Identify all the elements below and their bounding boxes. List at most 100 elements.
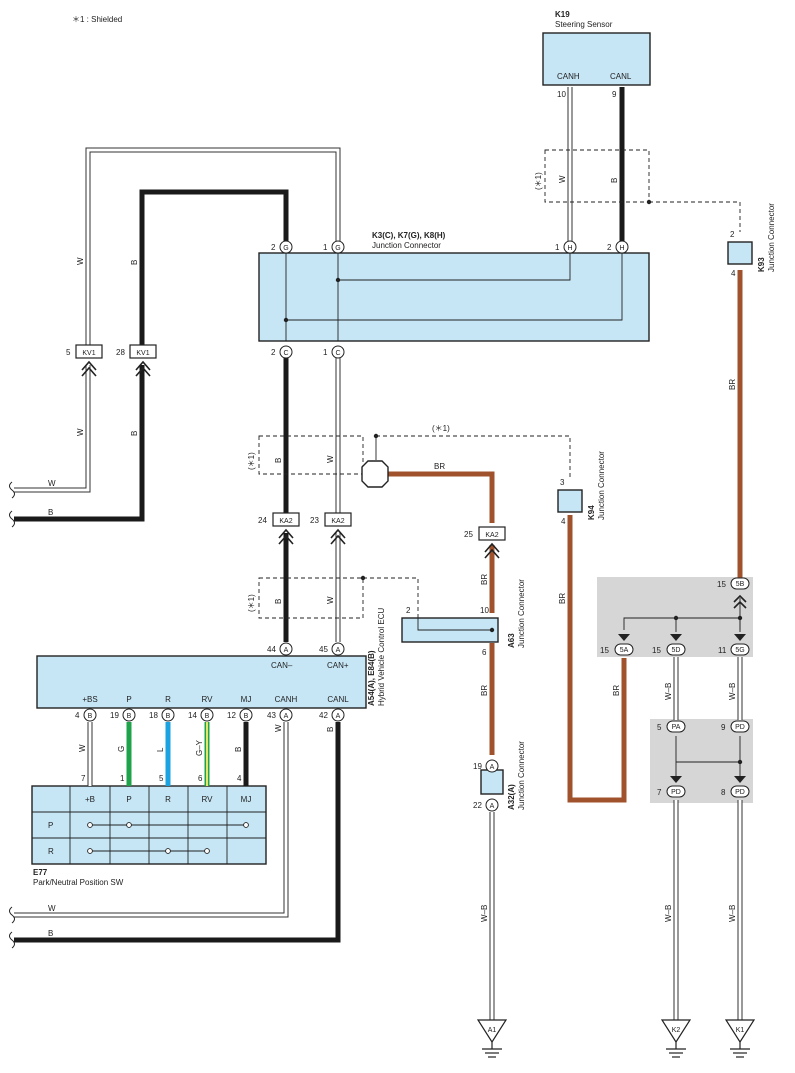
ecu-pin-letter: B — [166, 713, 171, 720]
wire-label: BR — [480, 685, 489, 696]
ecu-pin-num: 42 — [319, 711, 328, 720]
wire-label: W–B — [728, 905, 737, 922]
wire-label: W–B — [480, 905, 489, 922]
ecu-pin-letter: A — [284, 713, 289, 720]
ecu-pin-num: 18 — [149, 711, 158, 720]
ecu-pin-letter: B — [205, 713, 210, 720]
k3-pin-h1: H — [567, 245, 572, 252]
k93-code: K93 — [757, 257, 766, 272]
ka2-code-c: KA2 — [485, 532, 498, 539]
wire-label: W — [48, 479, 56, 488]
wire-label: B — [234, 747, 243, 752]
ecu-pin-can-minus — [279, 642, 293, 656]
shield-ka2-upper — [258, 433, 571, 480]
ground-k1-label: K1 — [736, 1027, 745, 1034]
a32-connector — [480, 769, 504, 795]
jb-5d: 5D — [672, 647, 681, 654]
a32-name: Junction Connector — [517, 741, 526, 810]
k19-code: K19 — [555, 10, 570, 19]
k19-name: Steering Sensor — [555, 20, 613, 29]
wire-label: W — [76, 257, 85, 265]
shield-label-ka2-lower: (＊1) — [247, 594, 256, 612]
k3-pin-num-c1: 1 — [323, 348, 328, 357]
ecu-term-mj: MJ — [241, 695, 252, 704]
hybrid-ecu-box — [36, 655, 367, 709]
e77-col-p: P — [126, 795, 131, 804]
wire-label: W — [48, 904, 56, 913]
k3-pin-num-c2: 2 — [271, 348, 276, 357]
wire-label: BR — [558, 593, 567, 604]
ecu-term-rv: RV — [202, 695, 214, 704]
wire-label: W–B — [664, 683, 673, 700]
ecu-pin-can-minus-letter: A — [284, 647, 289, 654]
ecu-terminals: +BS P R RV MJ CANH CANL — [82, 695, 349, 704]
e77-col-b: +B — [85, 795, 95, 804]
k93-pin-bot: 4 — [731, 269, 736, 278]
k3-code: K3(C), K7(G), K8(H) — [372, 231, 446, 240]
ecu-pin-num: 14 — [188, 711, 197, 720]
kv1-pin-b: 28 — [116, 348, 125, 357]
k3-pin-g2: G — [283, 245, 288, 252]
k3-pin-num-h1: 1 — [555, 243, 560, 252]
ka2-code-b: KA2 — [331, 518, 344, 525]
ecu-pin-can-plus-letter: A — [336, 647, 341, 654]
wire-label: W — [76, 428, 85, 436]
ecu-pin-num: 43 — [267, 711, 276, 720]
k3-pin-c1: C — [335, 350, 340, 357]
shield-k19 — [544, 149, 741, 232]
ground-k2-label: K2 — [672, 1027, 681, 1034]
k19-canl-label: CANL — [610, 72, 632, 81]
ecu-pin-can-plus — [331, 642, 345, 656]
k3-junction-connector-box — [258, 252, 650, 342]
shield-ground-octagon — [361, 460, 389, 488]
k94-pin-bot: 4 — [561, 517, 566, 526]
ka2-pin-b: 23 — [310, 516, 319, 525]
e77-col-mj: MJ — [241, 795, 252, 804]
shield-label-k19: (＊1) — [534, 172, 543, 190]
wire-kv1-white — [14, 147, 341, 493]
ecu-term-canh: CANH — [275, 695, 298, 704]
kv1-connector-28 — [129, 344, 157, 377]
ecu-code: A54(A), E84(B) — [367, 650, 376, 706]
ecu-term-p: P — [126, 695, 131, 704]
ecu-can-minus-label: CAN– — [271, 661, 293, 670]
ecu-term-canl: CANL — [327, 695, 349, 704]
junction-splice-dot — [737, 615, 743, 621]
ecu-pin-letter: B — [244, 713, 249, 720]
e77-continuity-r — [87, 848, 210, 854]
e77-col-r: R — [165, 795, 171, 804]
k3-pin-num-g2: 2 — [271, 243, 276, 252]
k3-pin-g1: G — [335, 245, 340, 252]
ka2-pin-c: 25 — [464, 530, 473, 539]
wire-label: W — [78, 744, 87, 752]
wire-color-labels: W B W B W B W B B W B W BR BR BR BR BR B… — [48, 175, 737, 938]
shield-ka2-lower — [258, 575, 419, 619]
jb-pd-right: PD — [735, 789, 745, 796]
wire-k94-5a-br — [567, 515, 627, 803]
wire-label: BR — [434, 462, 445, 471]
wire-label: W–B — [728, 683, 737, 700]
kv1-code-a: KV1 — [82, 350, 95, 357]
wire-label: G–Y — [195, 739, 204, 756]
wire-br-ground-to-a32 — [388, 471, 495, 755]
jb-5b: 5B — [736, 581, 745, 588]
ka2-connector-24 — [272, 512, 300, 545]
kv1-code-b: KV1 — [136, 350, 149, 357]
ka2-code-a: KA2 — [279, 518, 292, 525]
kv1-pin-a: 5 — [66, 348, 71, 357]
ecu-pin-num-45: 45 — [319, 645, 328, 654]
jb-5g: 5G — [735, 647, 744, 654]
ecu-pin-num: 19 — [110, 711, 119, 720]
ecu-pin-letter: A — [336, 713, 341, 720]
jb-num: 11 — [718, 646, 727, 655]
wire-break-marks — [9, 481, 15, 949]
ecu-pin-letter: B — [127, 713, 132, 720]
wire-label: L — [156, 747, 165, 752]
ground-k2 — [660, 1019, 692, 1058]
shield-label-ka2-right: (＊1) — [432, 424, 450, 433]
jb-num: 5 — [657, 723, 662, 732]
e77-pin: 1 — [120, 774, 125, 783]
ecu-pin-letter: B — [88, 713, 93, 720]
e77-pin: 4 — [237, 774, 242, 783]
